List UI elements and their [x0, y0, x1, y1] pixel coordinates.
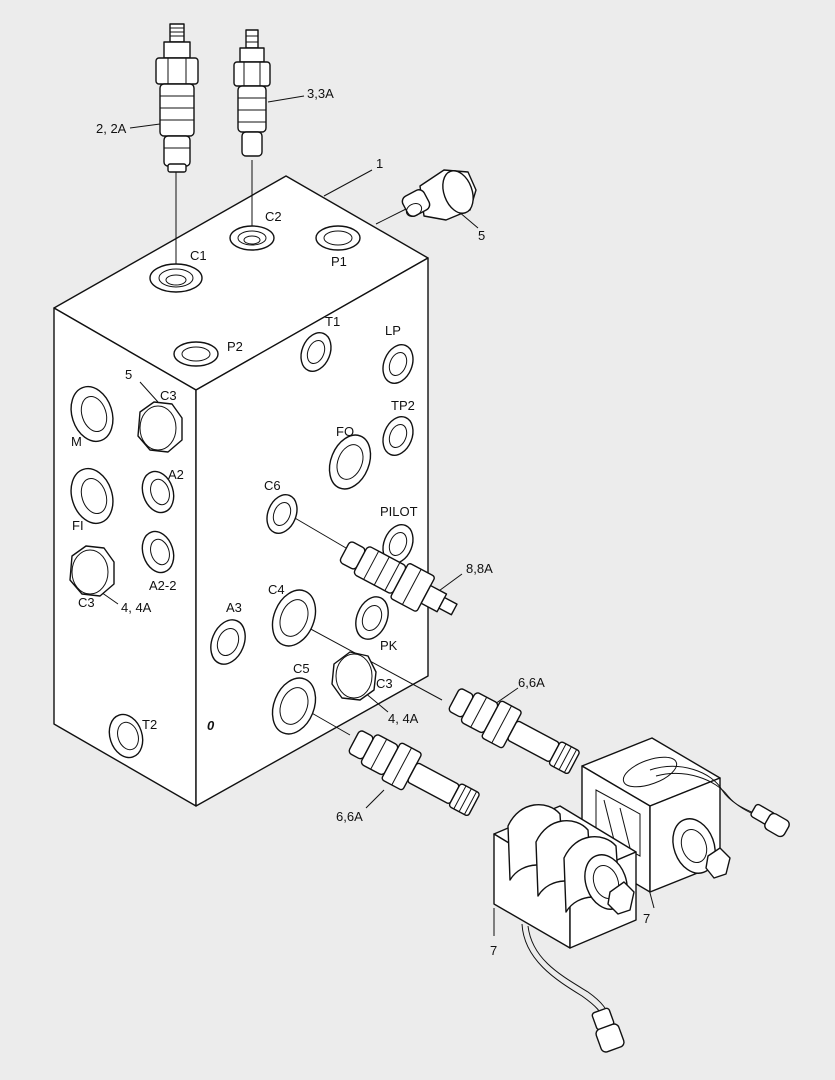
- port-c2: [229, 225, 275, 251]
- port-m: [70, 385, 114, 443]
- label-port-a3: A3: [226, 600, 242, 615]
- port-c4: [271, 589, 317, 647]
- right-face-ports: [210, 332, 414, 735]
- label-part-6-6a-upper: 6,6A: [518, 675, 545, 690]
- cartridge-6-6a-lower: [348, 730, 480, 817]
- label-port-p1: P1: [331, 254, 347, 269]
- port-fi: [70, 467, 114, 525]
- label-part-7-left: 7: [490, 943, 497, 958]
- plug-c3-right: [331, 651, 377, 701]
- label-port-a2-2: A2-2: [149, 578, 176, 593]
- port-a3: [210, 619, 246, 665]
- label-part-2-2a: 2, 2A: [96, 121, 127, 136]
- port-t1: [300, 332, 332, 372]
- label-port-lp: LP: [385, 323, 401, 338]
- port-tp2: [382, 416, 414, 456]
- label-port-c3-left: C3: [78, 595, 95, 610]
- plug-c3-lower: [69, 545, 115, 597]
- label-port-pk: PK: [380, 638, 398, 653]
- label-part-3-3a: 3,3A: [307, 86, 334, 101]
- label-port-c3-right: C3: [376, 676, 393, 691]
- cartridge-2-2a: [155, 23, 199, 173]
- label-port-c4: C4: [268, 582, 285, 597]
- port-p1: [315, 225, 361, 251]
- port-t2: [108, 713, 144, 759]
- label-part-8-8a: 8,8A: [466, 561, 493, 576]
- label-part-1: 1: [376, 156, 383, 171]
- port-lp: [382, 344, 414, 384]
- port-a2-2: [141, 530, 175, 574]
- label-port-tp2: TP2: [391, 398, 415, 413]
- label-port-m: M: [71, 434, 82, 449]
- label-port-a2: A2: [168, 467, 184, 482]
- label-port-t2: T2: [142, 717, 157, 732]
- left-face-ports: [69, 385, 183, 759]
- top-face-ports: [149, 225, 361, 367]
- label-port-c2: C2: [265, 209, 282, 224]
- label-part-4-4a-left: 4, 4A: [121, 600, 152, 615]
- label-port-fi: FI: [72, 518, 84, 533]
- solenoid-coil-7-right: [581, 737, 790, 893]
- label-port-c5: C5: [293, 661, 310, 676]
- port-pk: [355, 596, 389, 640]
- label-part-7-right: 7: [643, 911, 650, 926]
- port-c1: [149, 263, 203, 293]
- port-c5: [271, 677, 317, 735]
- label-port-t1: T1: [325, 314, 340, 329]
- label-port-fo: FO: [336, 424, 354, 439]
- label-part-5-left: 5: [125, 367, 132, 382]
- label-port-c3-top: C3: [160, 388, 177, 403]
- label-port-c1: C1: [190, 248, 207, 263]
- port-fo: [328, 434, 372, 490]
- label-face-mark: 0: [207, 718, 215, 733]
- cartridge-3-3a: [233, 29, 271, 157]
- port-pilot: [382, 524, 414, 564]
- port-p2: [173, 341, 219, 367]
- leader-lines: [97, 95, 655, 936]
- label-part-5-top: 5: [478, 228, 485, 243]
- port-c6: [266, 494, 298, 534]
- plug-5: [401, 169, 477, 221]
- label-port-pilot: PILOT: [380, 504, 418, 519]
- port-a2: [141, 470, 175, 514]
- cartridge-8-8a: [339, 541, 458, 616]
- label-port-p2: P2: [227, 339, 243, 354]
- label-part-6-6a-lower: 6,6A: [336, 809, 363, 824]
- label-part-4-4a-right: 4, 4A: [388, 711, 419, 726]
- plug-c3-upper: [137, 401, 183, 453]
- label-port-c6: C6: [264, 478, 281, 493]
- cartridge-6-6a-upper: [448, 688, 580, 775]
- solenoid-coil-7-left: [493, 803, 637, 1053]
- labels: 1 2, 2A 3,3A 5 5 4, 4A 4, 4A 6,6A 6,6A 7…: [71, 86, 650, 958]
